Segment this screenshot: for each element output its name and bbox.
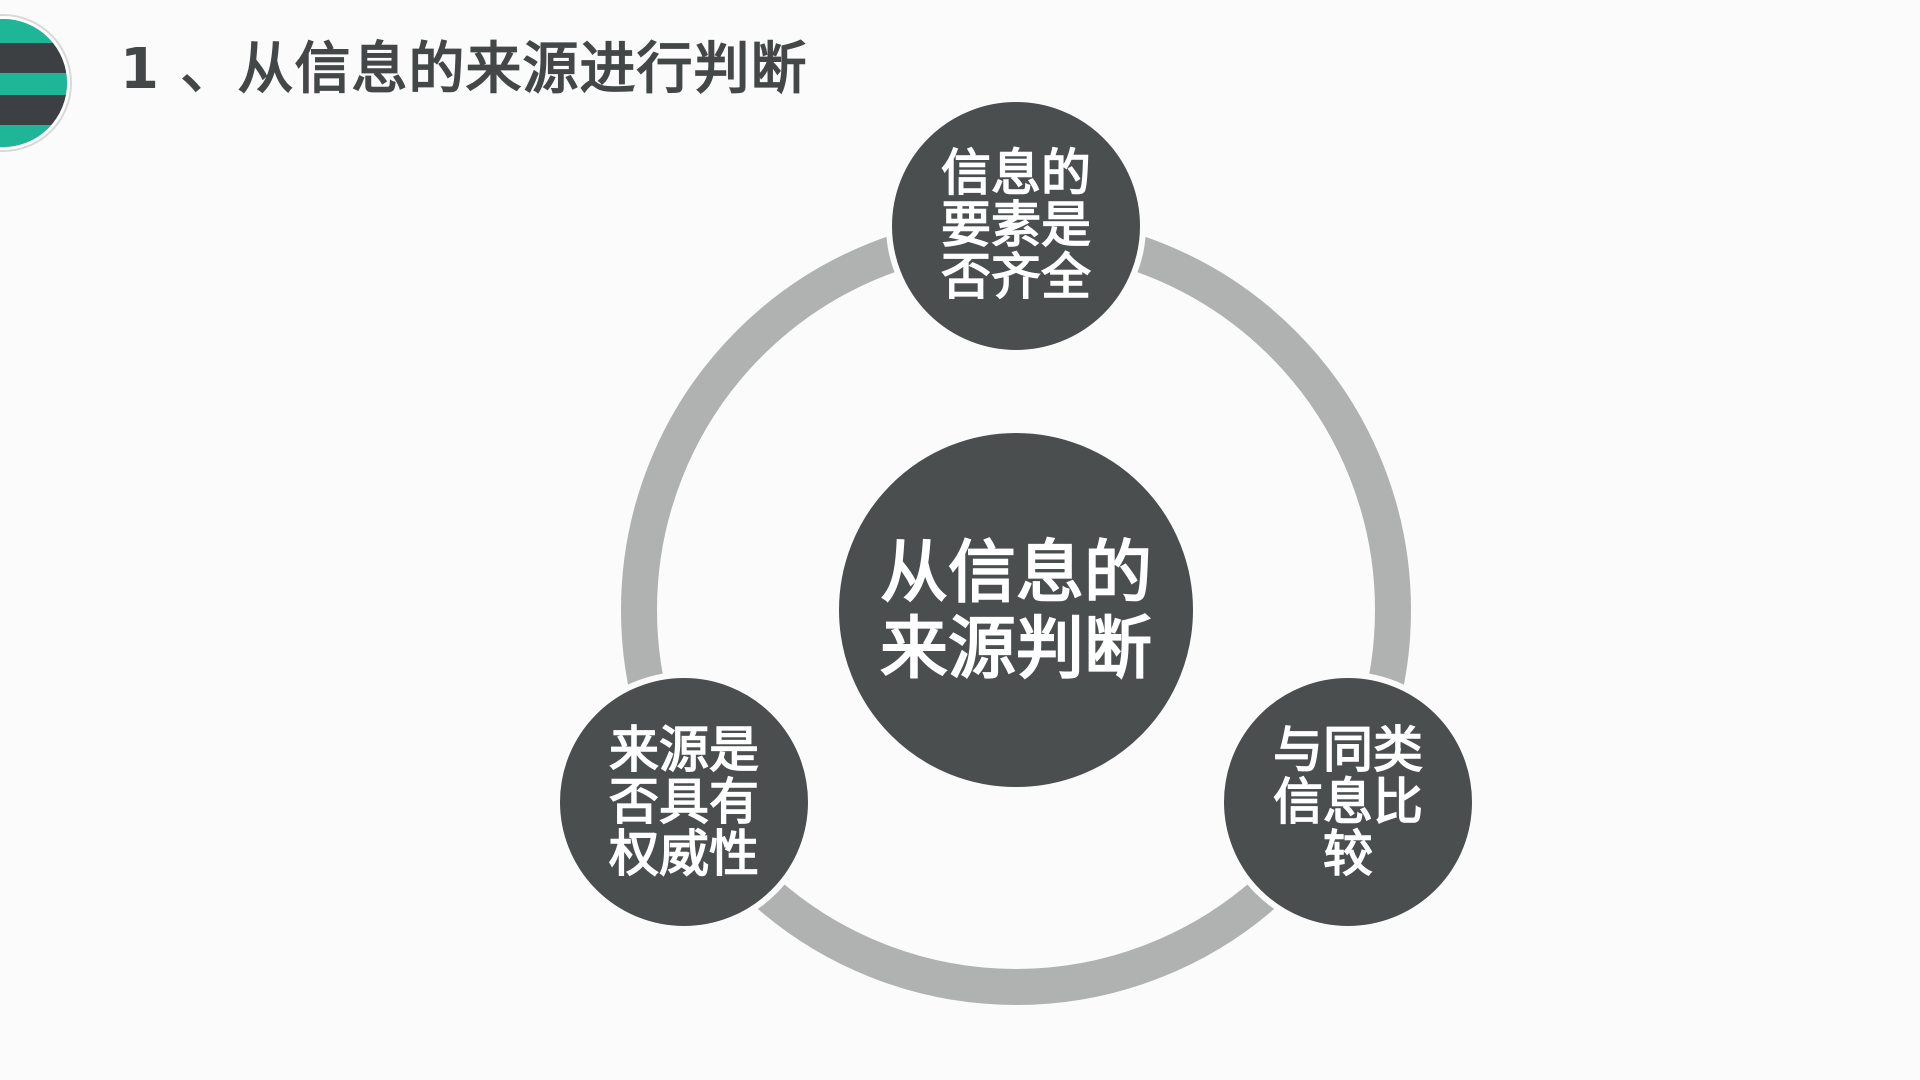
right-node-label: 与同类 信息比 较 bbox=[1273, 721, 1423, 883]
left-node-label: 来源是 否具有 权威性 bbox=[609, 721, 759, 883]
right-node-circle bbox=[1218, 672, 1478, 932]
logo-stripe-teal bbox=[0, 125, 67, 147]
center-node-circle bbox=[833, 427, 1199, 793]
top-node-circle bbox=[886, 96, 1146, 356]
left-node-circle bbox=[554, 672, 814, 932]
page-title: 1 、从信息的来源进行判断 bbox=[120, 37, 808, 102]
logo-stripe-teal bbox=[0, 19, 67, 43]
top-node-label: 信息的 要素是 否齐全 bbox=[941, 144, 1091, 306]
logo-stripe-dark bbox=[0, 43, 67, 73]
logo-stripe-dark bbox=[0, 95, 67, 125]
center-node-label: 从信息的 来源判断 bbox=[879, 534, 1152, 689]
logo-icon bbox=[0, 16, 70, 150]
logo-stripe-teal bbox=[0, 73, 67, 95]
